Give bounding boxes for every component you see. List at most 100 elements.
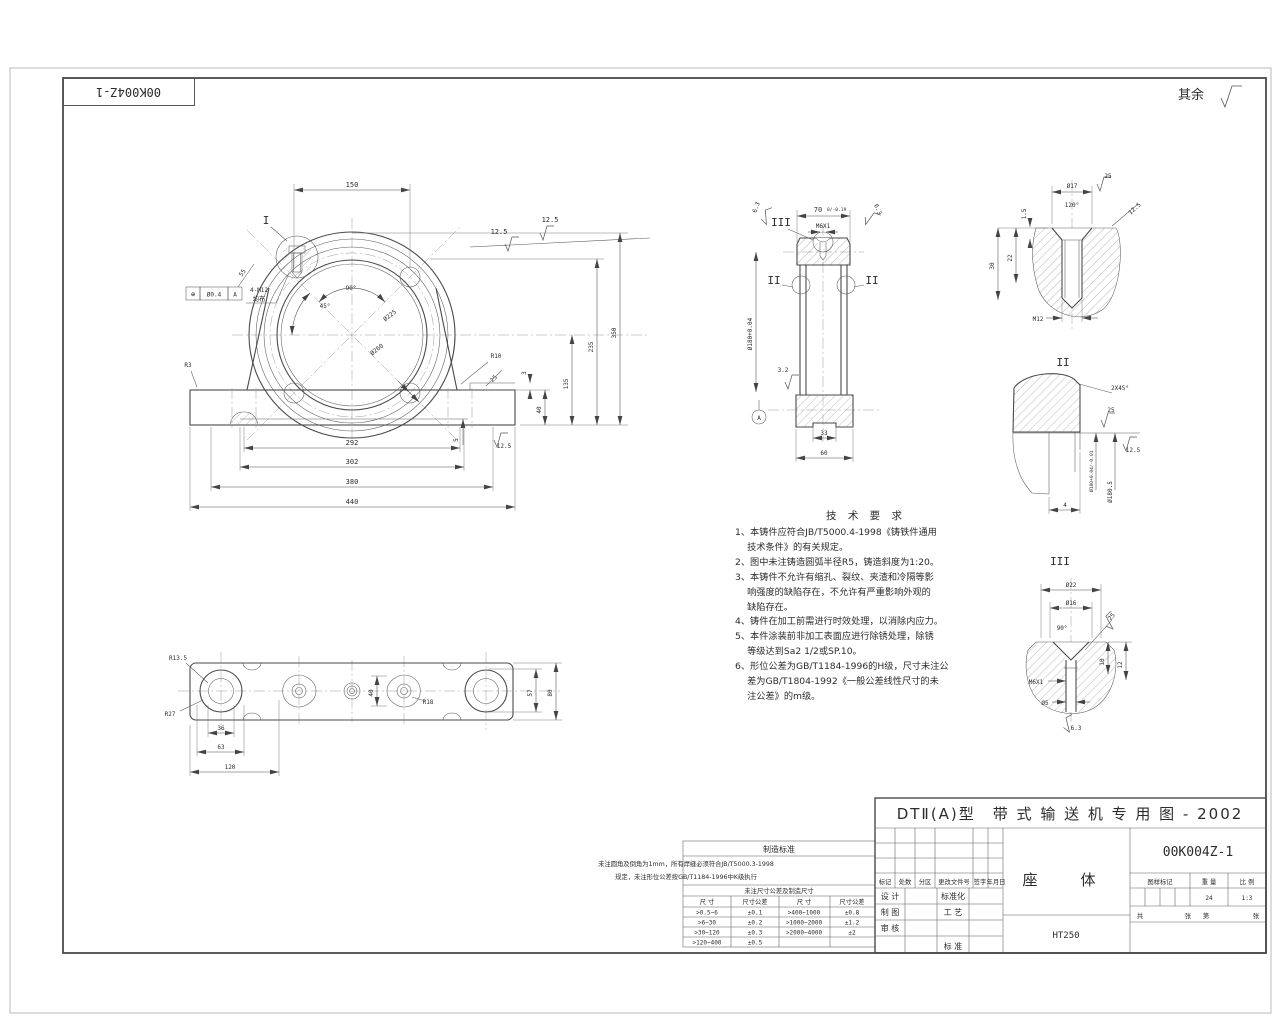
angle-label: 90°	[1057, 625, 1068, 632]
radius-label: R13.5	[169, 655, 187, 662]
role-standard: 标 准	[944, 941, 963, 951]
dia-label: Ø5	[1041, 700, 1049, 707]
dim-label: 63	[217, 744, 225, 751]
col-header: 尺寸公差	[839, 897, 864, 906]
holes-note: 均布	[253, 294, 266, 303]
rev-header: 处数	[899, 877, 912, 886]
drawing-code: 00K004Z-1	[96, 85, 162, 99]
section-ref: III	[771, 216, 791, 229]
rev-header: 标记	[879, 877, 892, 886]
dim-label: 3	[521, 371, 528, 375]
rev-header: 分区	[919, 877, 932, 886]
dim-label: 60	[820, 450, 828, 457]
mark-label: 图样标记	[1147, 877, 1173, 886]
roughness-label: 25	[1104, 173, 1112, 180]
roughness-label: 12.5	[497, 443, 512, 450]
dia-label: Ø260	[369, 342, 385, 357]
radius-label: R27	[165, 711, 176, 718]
tech-req-line: 等级达到Sa2 1/2或SP.10。	[735, 646, 862, 658]
roughness-label: 6.3	[1071, 725, 1082, 732]
mfg-note: 规定，未注形位公差按GB/T1184-1996中K级执行	[615, 872, 757, 881]
detail-ref-label: I	[263, 214, 270, 227]
angle-label: 45°	[320, 303, 331, 310]
rev-header: 签字	[974, 877, 987, 886]
chamfer-label: 2X45°	[1111, 385, 1129, 392]
angle-label: 120°	[1065, 202, 1079, 209]
dim-label: 22	[1007, 254, 1014, 262]
weight-value: 24	[1205, 895, 1213, 902]
dim-label: 380	[346, 478, 359, 486]
rev-header: 更改文件号	[938, 877, 969, 886]
thread-label: M12	[1033, 316, 1044, 323]
angle-label: 90°	[346, 285, 357, 292]
title-block: 标记 处数 分区 更改文件号 签字 年月日 设 计 标准化 制 图 工 艺 审 …	[874, 797, 1267, 954]
table-cell: >0.5~6	[696, 910, 718, 917]
bottom-view: R13.5 R27 R18 40 36 63 120 57 80	[165, 652, 562, 776]
table-cell: ±0.2	[748, 920, 763, 927]
roughness-label: 25	[1107, 407, 1115, 414]
dim-label: 1.5	[1021, 208, 1028, 219]
table-cell: ±0.3	[748, 930, 763, 937]
dia-label: Ø16	[1066, 600, 1077, 607]
dia-label: Ø225	[382, 308, 398, 323]
dim-label: 302	[346, 458, 359, 466]
dim-label: 55	[238, 268, 248, 278]
table-cell: >120~400	[693, 940, 722, 947]
tech-req-line: 差为GB/T1804-1992《一般公差线性尺寸的未	[735, 676, 939, 688]
rev-header: 年月日	[987, 877, 1006, 886]
table-cell: >2000~4000	[786, 930, 823, 937]
table-cell: ±1.2	[845, 920, 860, 927]
mfg-subtitle: 未注尺寸公差及制造尺寸	[744, 886, 813, 895]
tech-req-line: 5、本件涂装前非加工表面应进行除锈处理，除锈	[735, 631, 934, 643]
gdt-tolerance: Ø0.4	[207, 292, 222, 299]
table-cell: ±2	[848, 930, 856, 937]
tech-req-line: 1、本铸件应符合JB/T5000.4-1998《铸铁件通用	[735, 527, 937, 538]
detail-iii-view: III Ø22 Ø16 90° 25 10 12 M6X1 Ø5 6.3	[1025, 555, 1132, 734]
role-design: 设 计	[881, 891, 900, 901]
col-header: 尺 寸	[700, 897, 715, 906]
tech-req-line: 6、形位公差为GB/T1184-1996的H级，尺寸未注公	[735, 661, 949, 673]
scale-value: 1:3	[1242, 895, 1253, 902]
sheet-no-label: 第	[1203, 911, 1209, 920]
drawing-number: 00K004Z-1	[1163, 845, 1233, 860]
section-ref: II	[865, 274, 878, 287]
tech-req-line: 4、铸件在加工前需进行时效处理，以消除内应力。	[735, 616, 943, 628]
datum-label: A	[757, 415, 761, 422]
mfg-table-title: 制造标准	[763, 844, 795, 854]
dim-label: 150	[346, 181, 359, 189]
holes-note: 4-M12	[250, 287, 268, 294]
roughness-label: 6.3	[872, 203, 882, 216]
detail-ii-view: II 2X45° 25 12.5 Ø180+0.04/-0.01 Ø180.5 …	[1012, 356, 1141, 514]
thread-label: M6X1	[816, 223, 831, 230]
role-process: 工 艺	[944, 908, 963, 917]
dim-label: 5	[453, 438, 460, 442]
section-ref: III	[1050, 555, 1070, 568]
table-cell: >1000~2000	[786, 920, 823, 927]
technical-requirements: 技 术 要 求 1、本铸件应符合JB/T5000.4-1998《铸铁件通用 技术…	[735, 508, 997, 705]
role-draft: 制 图	[881, 907, 900, 917]
dim-label: 12	[1117, 661, 1124, 669]
role-check: 审 核	[881, 923, 900, 933]
table-cell: ±0.1	[748, 910, 763, 917]
dim-label: 350	[611, 327, 618, 338]
sheets-total-label: 共	[1137, 911, 1144, 920]
drawing-code-box: 00K004Z-1	[63, 78, 195, 106]
rest-roughness-icon	[1220, 85, 1242, 109]
roughness-label: 6.3	[751, 201, 761, 214]
dim-label: 135	[563, 378, 570, 389]
dia-label: Ø22	[1066, 582, 1077, 589]
drawing-title: DTⅡ(A)型 带 式 输 送 机 专 用 图 - 2002	[897, 805, 1244, 823]
dia-label: Ø180+0.04/-0.01	[1088, 450, 1095, 492]
dim-label: 80	[547, 689, 554, 697]
radius-label: R3	[184, 362, 192, 369]
dim-label: 235	[588, 341, 595, 352]
part-name: 座 体	[1022, 871, 1109, 889]
table-cell: >6~30	[698, 920, 716, 927]
dim-label: 25	[489, 374, 499, 384]
dim-label: 292	[346, 439, 359, 447]
dia-label: Ø17	[1067, 183, 1078, 190]
tech-req-line: 注公差》的m级。	[735, 690, 821, 702]
dim-label: 40	[368, 689, 375, 697]
